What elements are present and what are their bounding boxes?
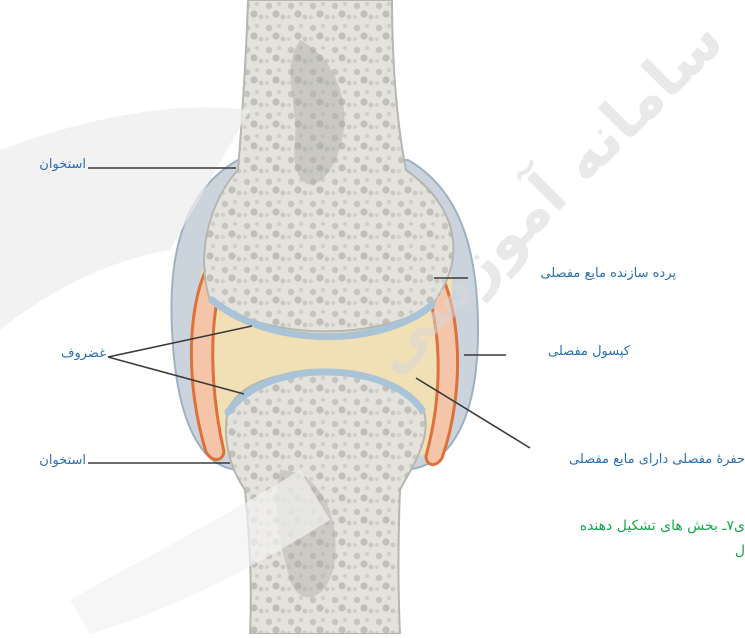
- label-joint-cavity: حفرهٔ مفصلی دارای مایع مفصلی: [524, 452, 745, 467]
- label-bone-top: استخوان: [18, 157, 86, 172]
- figure-caption-line-2: ل: [700, 543, 745, 559]
- label-joint-capsule: کپسول مفصلی: [510, 344, 630, 359]
- label-cartilage: غضروف: [40, 346, 106, 361]
- figure-caption-line-1: ی۷ـ بخش های تشکیل دهنده: [540, 518, 745, 534]
- label-synovial-membrane: پرده سازنده مایع مفصلی: [476, 266, 676, 281]
- label-bone-bottom: استخوان: [16, 453, 86, 468]
